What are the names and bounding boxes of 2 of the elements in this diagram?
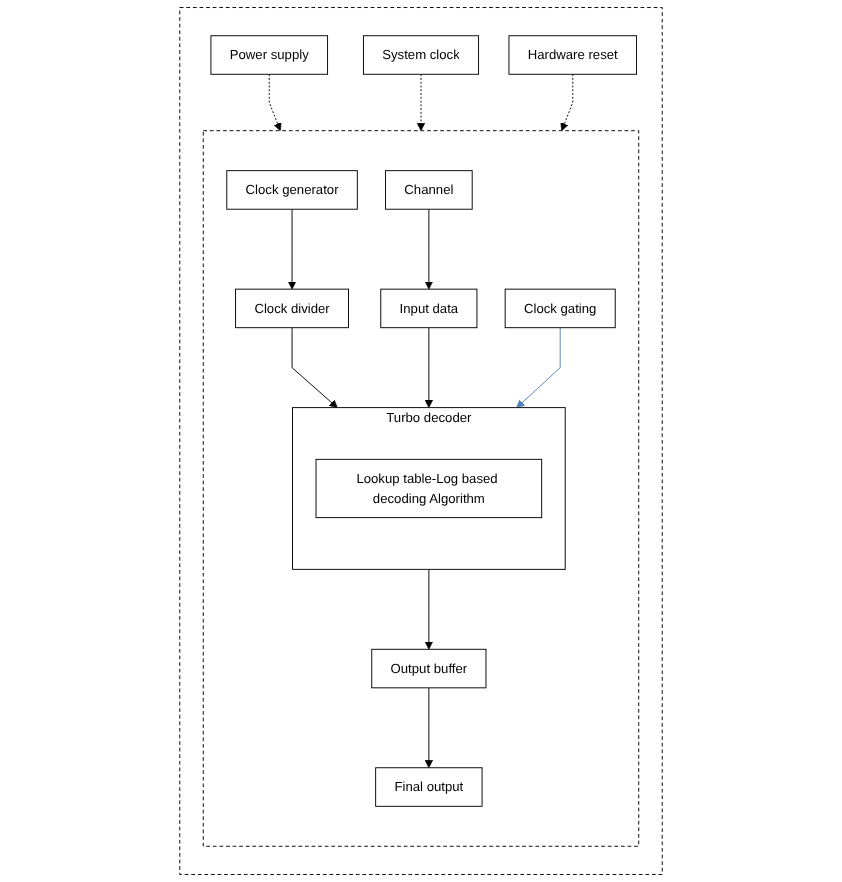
cluster [202, 130, 640, 847]
cluster [179, 7, 663, 875]
